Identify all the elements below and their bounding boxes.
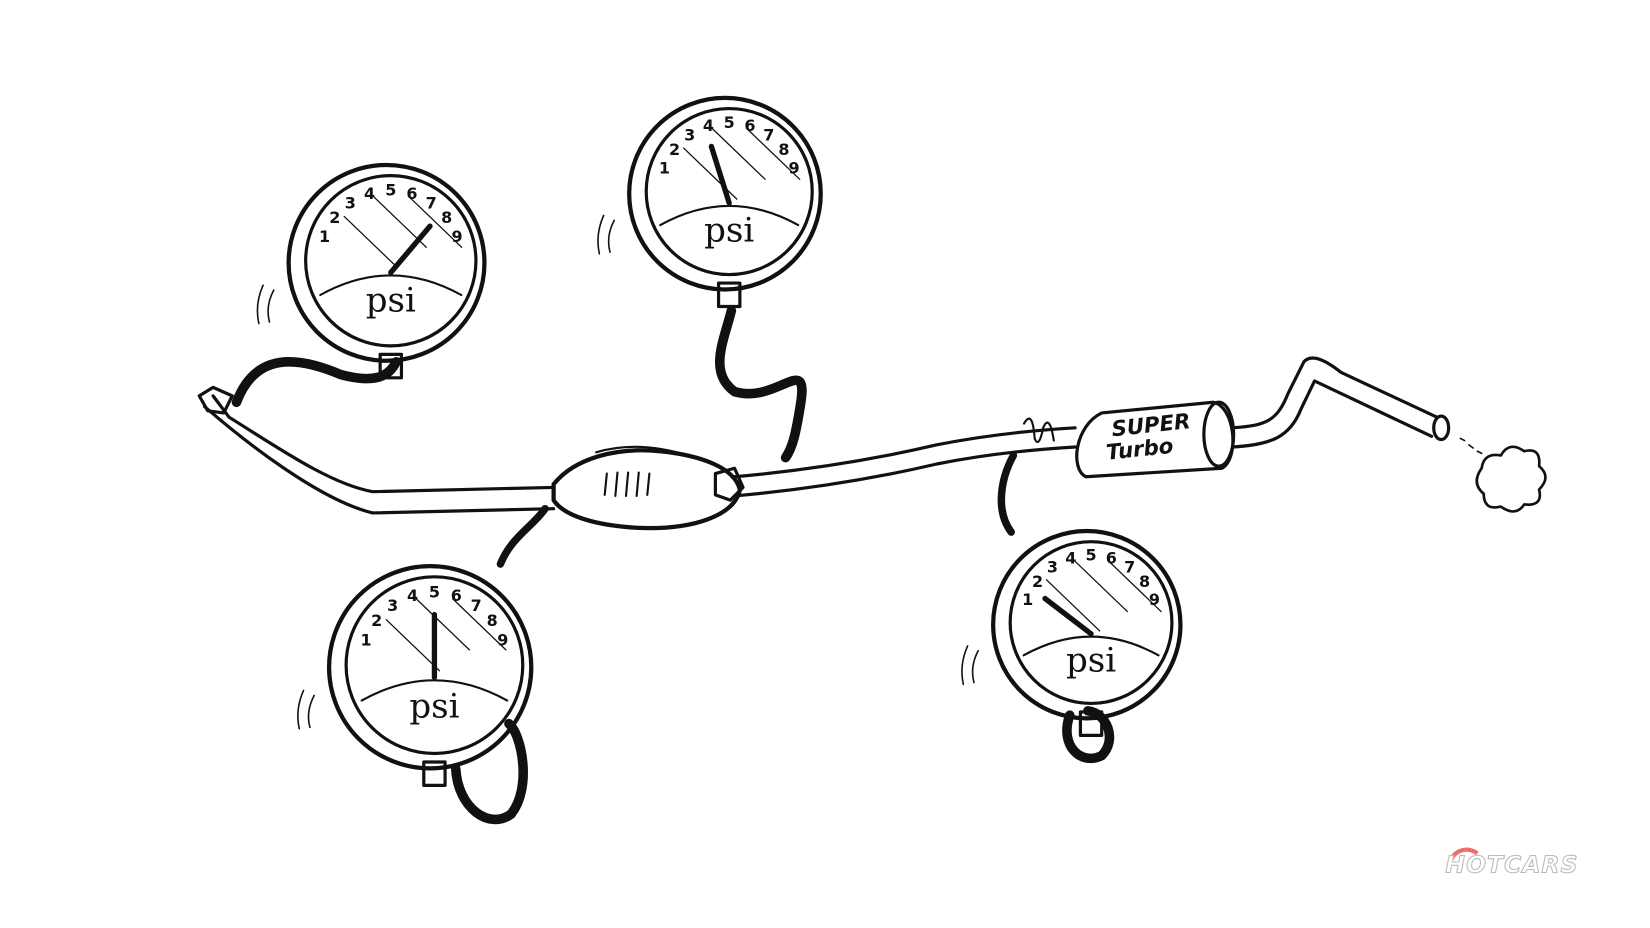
gauge-scale-label: 9 <box>451 227 462 246</box>
gauge-needle <box>708 143 732 206</box>
gauge-psi-window <box>1022 635 1160 657</box>
gauge-unit-label: psi <box>409 687 459 727</box>
gauge-scale-label: 4 <box>364 184 375 203</box>
gauge-scale-label: 6 <box>451 586 462 605</box>
gauge-scale-label: 2 <box>669 140 680 159</box>
gauge-face <box>1008 540 1174 706</box>
gauge-fitting <box>422 760 447 787</box>
gauge-vibration-marks <box>597 214 616 255</box>
gauge-scale-label: 9 <box>497 631 508 650</box>
gauge-fitting <box>716 281 742 309</box>
gauge-scale-label: 7 <box>471 596 482 615</box>
gauge-scale-label: 3 <box>684 125 695 144</box>
gauge-scale-label: 7 <box>763 125 774 144</box>
gauge-psi-window <box>319 274 463 297</box>
tailpipe <box>1231 356 1483 455</box>
gauge-face-line <box>385 619 441 672</box>
gauge-unit-label: psi <box>704 210 754 250</box>
catalytic-converter <box>551 445 745 531</box>
gauge-vibration-marks <box>961 645 980 686</box>
gauge-vibration-marks <box>256 284 275 325</box>
gauge-face-line <box>1045 579 1101 632</box>
gauge-scale-label: 5 <box>429 583 440 602</box>
gauge-scale-label: 3 <box>345 193 356 212</box>
gauge-fitting <box>378 352 404 380</box>
gauge-face-line <box>682 147 738 200</box>
gauge-scale-label: 6 <box>406 184 417 203</box>
gauge-scale-label: 7 <box>426 193 437 212</box>
gauge-scale-label: 1 <box>659 158 670 177</box>
gauge-scale-label: 1 <box>360 631 371 650</box>
gauge-scale-label: 2 <box>371 611 382 630</box>
gauge-face <box>644 106 814 277</box>
gauge-scale-label: 3 <box>387 596 398 615</box>
gauge-needle <box>1042 595 1094 637</box>
gauge-face-line <box>1073 559 1129 613</box>
gauge-scale-label: 1 <box>319 227 330 246</box>
gauge-housing <box>286 162 487 363</box>
gauge-needle <box>388 223 433 276</box>
gauge-scale-label: 2 <box>329 208 340 227</box>
gauge-face-line <box>415 598 471 651</box>
gauge-scale-label: 2 <box>1032 572 1043 591</box>
gauge-face-line <box>407 195 463 248</box>
gauge-unit-label: psi <box>366 281 416 321</box>
gauge-scale-label: 6 <box>1106 549 1117 568</box>
exhaust-smoke-cloud <box>1475 445 1547 513</box>
gauge-face-line <box>745 127 801 180</box>
gauge-face-line <box>452 598 507 651</box>
watermark-gauge-icon <box>1447 847 1479 865</box>
gauge-scale-label: 7 <box>1124 558 1135 577</box>
hoses <box>231 305 1115 825</box>
gauge-scale-label: 8 <box>778 140 789 159</box>
gauge-scale-label: 6 <box>744 116 755 135</box>
gauge-scale-label: 4 <box>1065 549 1076 568</box>
gauge-face-line <box>1107 559 1162 613</box>
watermark-text: HOTCARS <box>1445 851 1578 879</box>
gauge-scale-label: 8 <box>1139 572 1150 591</box>
exhaust-pipe <box>197 385 1077 515</box>
gauge-scale-label: 5 <box>724 113 735 132</box>
gauge-scale-label: 9 <box>788 158 799 177</box>
gauge-scale-label: 5 <box>1086 545 1097 564</box>
gauge-scale-label: 1 <box>1022 590 1033 609</box>
gauge-fitting <box>1078 710 1104 737</box>
gauge-face <box>344 575 525 756</box>
gauge-psi-window <box>659 204 800 227</box>
gauge-vibration-marks <box>297 689 315 730</box>
gauge-unit-label: psi <box>1066 640 1116 680</box>
gauge-psi-window <box>360 679 509 702</box>
gauge-scale-label: 4 <box>407 586 418 605</box>
gauge-scale-label: 3 <box>1047 558 1058 577</box>
gauge-face <box>304 174 478 348</box>
gauge-face-line <box>711 127 766 180</box>
gauge-housing <box>326 564 534 771</box>
gauge-scale-label: 4 <box>703 116 714 135</box>
muffler: SUPER Turbo <box>1075 400 1236 479</box>
gauge-scale-label: 5 <box>385 181 396 200</box>
gauge-housing <box>627 95 823 292</box>
gauge-scale-label: 9 <box>1149 590 1160 609</box>
hotcars-watermark: HOTCARS <box>1445 847 1578 879</box>
gauge-scale-label: 8 <box>487 611 498 630</box>
gauge-housing <box>991 528 1183 721</box>
gauge-face-line <box>343 215 399 269</box>
gauge-scale-label: 8 <box>441 208 452 227</box>
